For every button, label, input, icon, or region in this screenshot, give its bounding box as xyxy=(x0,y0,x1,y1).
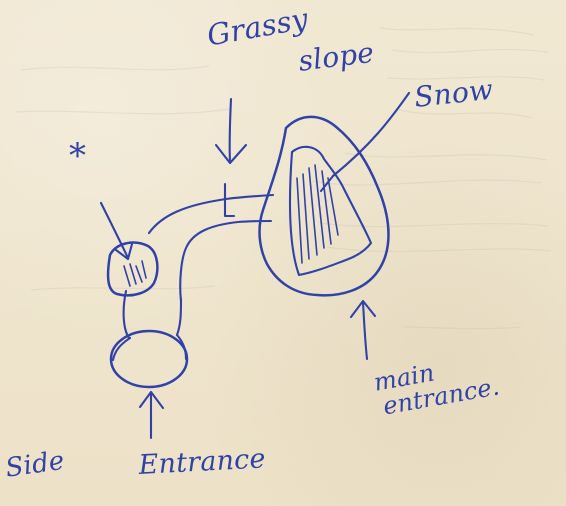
grassy-slope-arrowhead xyxy=(216,145,246,163)
snow-shading-1 xyxy=(297,178,302,263)
main-entrance-arrow xyxy=(363,302,367,359)
side-chamber-shading-4 xyxy=(142,261,146,278)
side-chamber-shading-1 xyxy=(124,266,130,286)
snow-shading-2 xyxy=(303,174,309,259)
passage-outline-bottom xyxy=(180,221,271,301)
passage-outline-right xyxy=(177,299,181,335)
snow-label: Snow xyxy=(413,76,494,112)
side-chamber-shading-2 xyxy=(130,264,136,284)
side-entrance-join-right xyxy=(177,335,186,359)
side-entrance-join-left xyxy=(113,338,130,360)
passage-outline-left xyxy=(124,291,129,338)
side-entrance-opening xyxy=(111,331,187,387)
side-chamber-shading-3 xyxy=(136,266,142,282)
star-label: * xyxy=(69,139,86,173)
grassy-slope-arrow xyxy=(230,99,231,162)
side-label: Side xyxy=(4,448,66,482)
snow-shading-3 xyxy=(309,168,317,255)
snow-shading-5 xyxy=(322,171,331,244)
entrance-label: Entrance xyxy=(138,445,266,479)
